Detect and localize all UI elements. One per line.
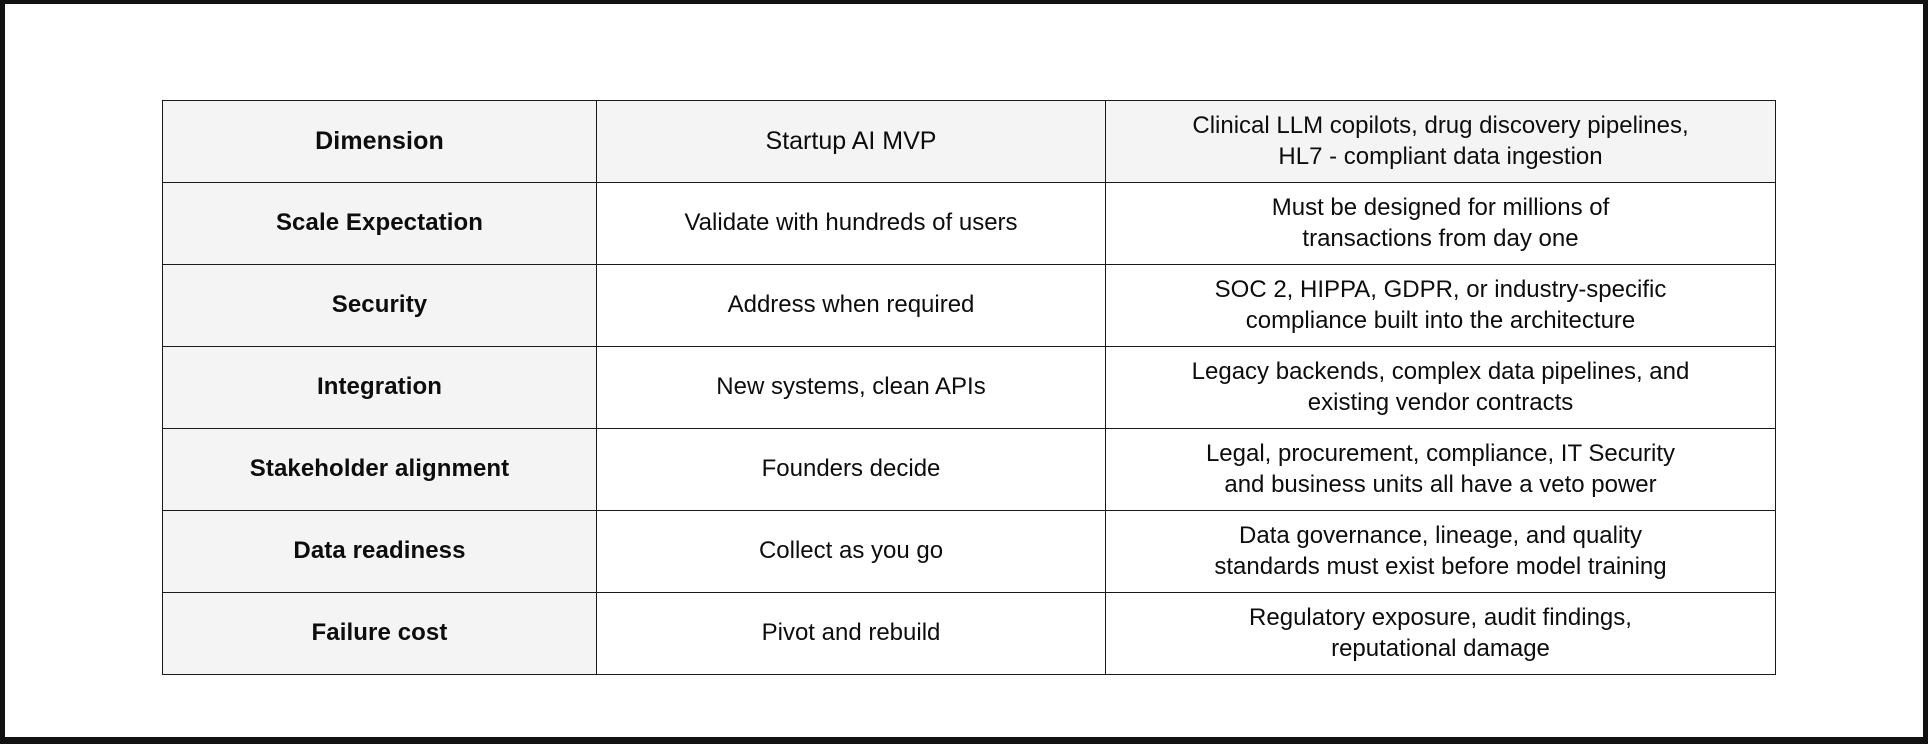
row-cell-startup-line: New systems, clean APIs bbox=[716, 373, 986, 401]
row-cell-startup-line: Address when required bbox=[727, 291, 975, 319]
row-cell-startup-line: Validate with hundreds of users bbox=[684, 209, 1018, 237]
table-row: Data readiness Collect as you go Data gove… bbox=[162, 510, 1776, 593]
header-cell-startup: Startup AI MVP bbox=[596, 100, 1106, 183]
row-cell-enterprise: Legacy backends, complex data pipelines,… bbox=[1105, 346, 1776, 429]
row-cell-startup-line: Founders decide bbox=[761, 455, 941, 483]
row-cell-dimension: Integration bbox=[162, 346, 597, 429]
row-cell-dimension-line: Failure cost bbox=[311, 619, 448, 647]
row-cell-enterprise-line: transactions from day one bbox=[1302, 224, 1579, 252]
table-row: Scale Expectation Validate with hundreds … bbox=[162, 182, 1776, 265]
row-cell-enterprise-line: reputational damage bbox=[1331, 634, 1550, 662]
row-cell-enterprise-line: and business units all have a veto power bbox=[1224, 470, 1657, 498]
header-cell-dimension-line: Dimension bbox=[315, 126, 444, 155]
row-cell-enterprise-line: Regulatory exposure, audit findings, bbox=[1249, 604, 1632, 632]
table-row: Integration New systems, clean APIs Legacy… bbox=[162, 346, 1776, 429]
row-cell-enterprise: Legal, procurement, compliance, IT Secur… bbox=[1105, 428, 1776, 511]
row-cell-startup-line: Collect as you go bbox=[758, 537, 944, 565]
row-cell-dimension: Data readiness bbox=[162, 510, 597, 593]
row-cell-enterprise-line: Must be designed for millions of bbox=[1271, 194, 1610, 222]
row-cell-dimension: Security bbox=[162, 264, 597, 347]
row-cell-enterprise-line: compliance built into the architecture bbox=[1245, 306, 1636, 334]
table-row: Security Address when required SOC 2, HIPP… bbox=[162, 264, 1776, 347]
row-cell-startup: Founders decide bbox=[596, 428, 1106, 511]
row-cell-enterprise-line: existing vendor contracts bbox=[1307, 388, 1574, 416]
row-cell-startup: Validate with hundreds of users bbox=[596, 182, 1106, 265]
header-cell-enterprise: Clinical LLM copilots, drug discovery pi… bbox=[1105, 100, 1776, 183]
row-cell-dimension-line: Stakeholder alignment bbox=[249, 455, 510, 483]
row-cell-enterprise-line: Data governance, lineage, and quality bbox=[1239, 522, 1642, 550]
row-cell-startup-line: Pivot and rebuild bbox=[761, 619, 941, 647]
row-cell-dimension-line: Scale Expectation bbox=[275, 209, 484, 237]
table-row: Stakeholder alignment Founders decide Lega… bbox=[162, 428, 1776, 511]
row-cell-startup: Pivot and rebuild bbox=[596, 592, 1106, 675]
row-cell-enterprise: SOC 2, HIPPA, GDPR, or industry-specific… bbox=[1105, 264, 1776, 347]
row-cell-startup: New systems, clean APIs bbox=[596, 346, 1106, 429]
row-cell-dimension-line: Integration bbox=[316, 373, 443, 401]
header-cell-dimension: Dimension bbox=[162, 100, 597, 183]
header-cell-enterprise-line: Clinical LLM copilots, drug discovery pi… bbox=[1192, 112, 1689, 140]
header-cell-enterprise-line: HL7 - compliant data ingestion bbox=[1278, 142, 1603, 170]
row-cell-dimension: Scale Expectation bbox=[162, 182, 597, 265]
table-row: Failure cost Pivot and rebuild Regulatory … bbox=[162, 592, 1776, 675]
table-header-row: Dimension Startup AI MVP Clinical LLM copi… bbox=[162, 100, 1776, 183]
slide-canvas: Dimension Startup AI MVP Clinical LLM copi… bbox=[5, 4, 1928, 748]
row-cell-enterprise-line: SOC 2, HIPPA, GDPR, or industry-specific bbox=[1214, 276, 1667, 304]
row-cell-enterprise-line: Legacy backends, complex data pipelines,… bbox=[1191, 358, 1690, 386]
row-cell-dimension-line: Data readiness bbox=[293, 537, 466, 565]
row-cell-enterprise-line: Legal, procurement, compliance, IT Secur… bbox=[1205, 440, 1676, 468]
header-cell-startup-line: Startup AI MVP bbox=[765, 126, 937, 155]
row-cell-enterprise-line: standards must exist before model traini… bbox=[1214, 552, 1667, 580]
row-cell-startup: Collect as you go bbox=[596, 510, 1106, 593]
row-cell-enterprise: Regulatory exposure, audit findings,repu… bbox=[1105, 592, 1776, 675]
row-cell-dimension: Failure cost bbox=[162, 592, 597, 675]
row-cell-dimension-line: Security bbox=[331, 291, 428, 319]
row-cell-startup: Address when required bbox=[596, 264, 1106, 347]
row-cell-dimension: Stakeholder alignment bbox=[162, 428, 597, 511]
comparison-table: Dimension Startup AI MVP Clinical LLM copi… bbox=[162, 100, 1776, 675]
